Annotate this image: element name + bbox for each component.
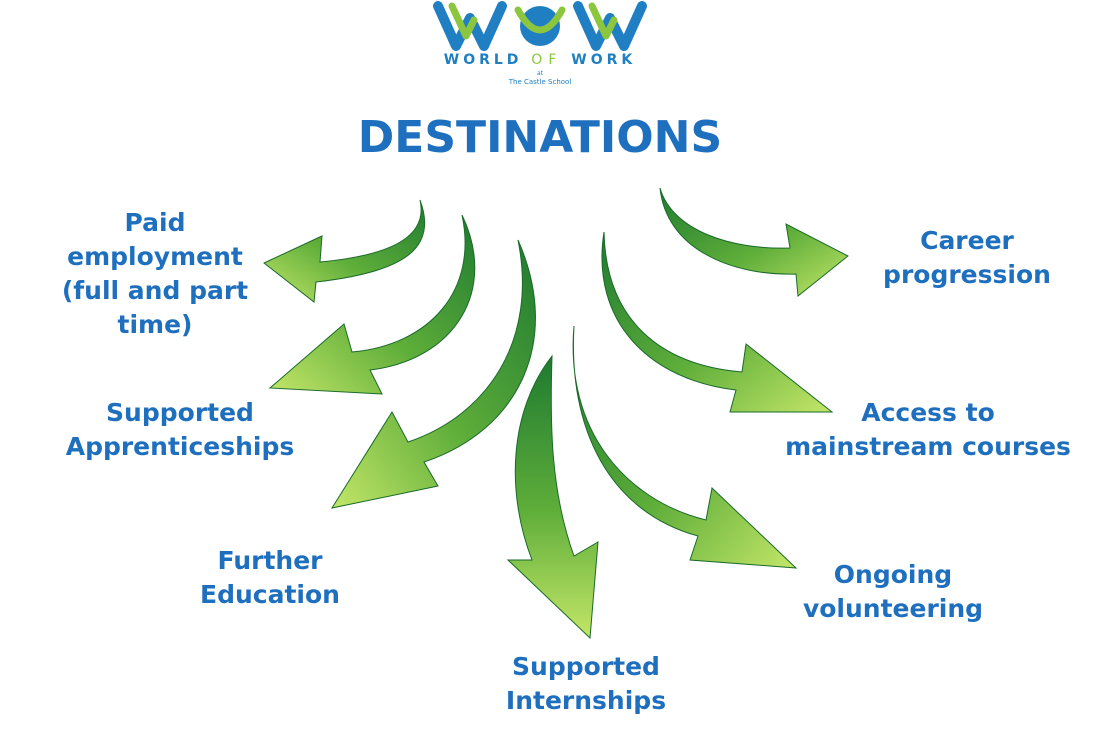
label-paid-employment: Paid employment (full and part time)	[58, 206, 252, 342]
label-ongoing-volunteering: Ongoing volunteering	[800, 558, 986, 626]
logo-wordmark-work: WORK	[571, 52, 637, 68]
label-line: progression	[883, 260, 1051, 289]
arrow-further-education	[330, 239, 536, 509]
logo-school-name: The Castle School	[508, 78, 572, 86]
label-line: Supported	[106, 398, 254, 427]
arrow-paid-employment	[263, 199, 426, 303]
label-line: Ongoing	[833, 560, 953, 589]
logo-at: at	[536, 70, 544, 77]
logo-wordmark-world: WORLD	[443, 52, 523, 68]
label-line: Supported	[512, 652, 660, 681]
label-line: Career	[920, 226, 1014, 255]
wow-logo-mark	[433, 1, 647, 51]
label-line: (full and part	[61, 276, 249, 305]
label-further-education: Further Education	[190, 544, 350, 612]
arrow-supported-internships	[506, 354, 599, 640]
label-line: mainstream courses	[785, 432, 1071, 461]
label-line: volunteering	[802, 594, 984, 623]
label-supported-apprenticeships: Supported Apprenticeships	[60, 396, 300, 464]
label-access-mainstream: Access to mainstream courses	[780, 396, 1076, 464]
label-line: employment	[67, 242, 243, 271]
arrow-ongoing-volunteering	[572, 325, 798, 569]
logo-wordmark-of: OF	[531, 52, 563, 68]
page-title: DESTINATIONS	[357, 112, 723, 163]
arrow-access-mainstream	[601, 231, 834, 413]
label-line: time)	[117, 310, 193, 339]
label-line: Paid	[124, 208, 186, 237]
label-line: Internships	[505, 686, 667, 715]
label-line: Apprenticeships	[65, 432, 295, 461]
label-supported-internships: Supported Internships	[496, 650, 676, 718]
logo-wordmark: WORLD OF WORK	[430, 52, 650, 68]
label-line: Access to	[861, 398, 995, 427]
label-line: Further	[217, 546, 323, 575]
arrow-career-progression	[659, 187, 849, 297]
arrow-supported-apprenticeships	[268, 214, 476, 395]
wow-logo: WORLD OF WORK at The Castle School	[430, 0, 650, 92]
label-line: Education	[200, 580, 340, 609]
label-career-progression: Career progression	[882, 224, 1052, 292]
